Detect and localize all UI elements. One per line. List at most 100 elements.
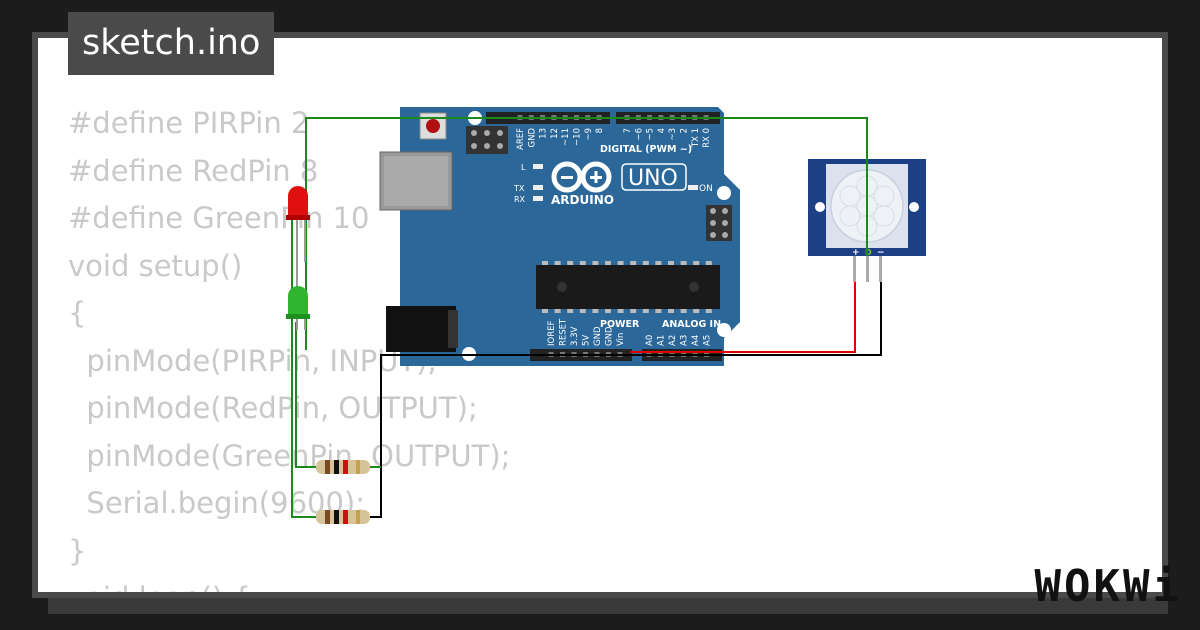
arduino-brand: ARDUINO (551, 193, 614, 207)
pin-label: ~5 (646, 128, 656, 141)
chip-leg (605, 261, 611, 265)
code-line: void setup() (68, 248, 243, 283)
power-jack (386, 306, 456, 352)
pin-label: 13 (539, 128, 549, 139)
pin-label: ~3 (668, 128, 678, 141)
mounting-hole (717, 323, 731, 337)
code-line: void loop() { (68, 575, 510, 592)
green-led[interactable] (286, 286, 310, 330)
pin-label: RX 0 (702, 128, 712, 148)
chip-leg (567, 261, 574, 265)
on-label: ON (699, 184, 713, 194)
chip-leg (579, 261, 586, 265)
uno-badge (621, 163, 687, 191)
wire-red-vcc[interactable] (630, 280, 856, 353)
pin-label: Vin (616, 333, 626, 346)
power-jack-edge (448, 310, 458, 348)
analog-label: ANALOG IN (662, 319, 721, 330)
chip-leg (668, 261, 674, 265)
pir-pin-d: D (865, 248, 872, 257)
file-tab-title: sketch.ino (68, 12, 275, 75)
chip-leg (630, 309, 637, 313)
pin-label: 2 (680, 128, 690, 133)
code-line: #define PIRPin 2 (68, 106, 310, 140)
mounting-hole (717, 186, 731, 200)
arduino-logo-icon (551, 161, 612, 193)
pir-pin-minus: − (877, 248, 885, 258)
chip-leg (642, 309, 649, 313)
pin-label: GND (605, 326, 615, 346)
pin-label: 4 (657, 128, 667, 133)
chip-leg (554, 309, 561, 313)
chip-leg (693, 261, 700, 265)
code-line: #define GreenPin 10 (68, 201, 370, 235)
chip-leg (642, 261, 649, 265)
pin-label: GND (527, 128, 537, 148)
pin-label: A4 (691, 335, 701, 346)
digital-label: DIGITAL (PWM ~) (600, 144, 692, 155)
pin-label: A5 (703, 335, 713, 346)
code-line: pinMode(PIRPin, INPUT); (68, 343, 438, 378)
pin-label: 7 (623, 128, 633, 133)
wire-green-led[interactable] (295, 322, 318, 468)
pin-label: A3 (680, 335, 690, 346)
pin-label: A1 (657, 335, 667, 346)
rx-led (533, 196, 543, 201)
pin-label: ~9 (584, 128, 594, 141)
pin-label: ~10 (573, 128, 583, 146)
chip-leg (617, 309, 624, 313)
chip-leg (705, 261, 712, 265)
pin-label: 5V (582, 335, 592, 346)
pin-label: A2 (668, 335, 678, 346)
chip-leg (617, 261, 624, 265)
code-background: #define PIRPin 2#define RedPin 8#define … (68, 100, 510, 592)
chip-leg (592, 261, 599, 265)
code-line: { (68, 296, 87, 330)
chip-leg (567, 309, 574, 313)
wire-black-gnd[interactable] (368, 280, 882, 518)
pin-label: AREF (516, 128, 526, 150)
pin-label: IOREF (547, 321, 557, 346)
pin-label: ~6 (634, 128, 644, 141)
code-line: pinMode(RedPin, OUTPUT); (68, 391, 478, 425)
pin-label: 8 (595, 128, 605, 133)
l-label: L (521, 163, 526, 172)
chip-leg (655, 309, 662, 313)
wokwi-logo: WOKWi (1034, 561, 1182, 612)
chip-leg (693, 309, 700, 313)
pin-label: A0 (645, 335, 655, 346)
pin-label: TX 1 (691, 128, 701, 148)
pin-label: 3.3V (570, 326, 580, 346)
chip-leg (554, 261, 561, 265)
chip-leg (668, 309, 674, 313)
pin-label: GND (593, 326, 603, 346)
chip-leg (592, 309, 599, 313)
preview-card: #define PIRPin 2#define RedPin 8#define … (38, 38, 1162, 592)
chip-leg (680, 261, 687, 265)
chip-leg (579, 309, 586, 313)
chip-leg (605, 309, 611, 313)
pin-label: RESET (559, 318, 569, 346)
chip-leg (542, 261, 548, 265)
power-label: POWER (600, 319, 640, 330)
red-led[interactable] (286, 186, 310, 322)
chip-notch (557, 282, 567, 292)
pir-mount-hole (909, 202, 919, 212)
resistor[interactable] (316, 510, 370, 524)
chip-leg (680, 309, 687, 313)
pir-mount-hole (815, 202, 825, 212)
reset-button-cap[interactable] (426, 119, 440, 133)
resistor[interactable] (316, 460, 370, 474)
chip-notch (689, 282, 699, 292)
uno-label: UNO (628, 166, 678, 191)
code-line: } (68, 533, 87, 568)
pir-pin (853, 256, 856, 282)
pir-pin (879, 256, 882, 282)
chip-leg (542, 309, 548, 313)
on-led (688, 185, 698, 190)
tx-label: TX (513, 184, 525, 193)
rx-label: RX (514, 195, 526, 204)
chip-leg (705, 309, 712, 313)
pir-pin-plus: + (852, 248, 860, 258)
